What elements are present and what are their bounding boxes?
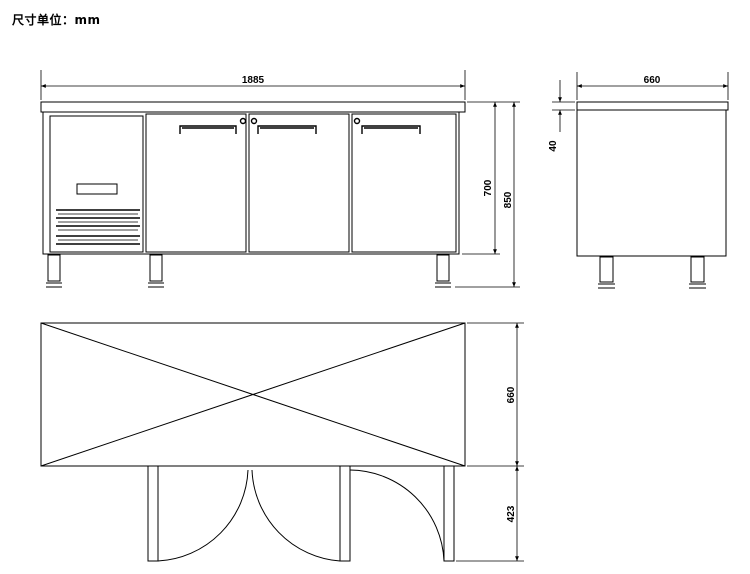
door-swing-arc-1 bbox=[157, 469, 249, 562]
dim-side-depth-label: 660 bbox=[644, 75, 661, 86]
door-swing-arc-2 bbox=[251, 469, 341, 562]
side-view bbox=[576, 101, 729, 289]
front-cabinet-body bbox=[42, 111, 460, 255]
dim-cabinet-height-label: 700 bbox=[483, 179, 494, 196]
plan-door-2 bbox=[339, 465, 351, 562]
ventilation-grille bbox=[56, 209, 140, 245]
front-legs bbox=[46, 254, 451, 288]
plan-view bbox=[40, 322, 466, 562]
dim-front-width-label: 1885 bbox=[242, 75, 265, 86]
front-view bbox=[40, 101, 466, 288]
unit-label: 尺寸单位：mm bbox=[12, 13, 101, 27]
front-door-1 bbox=[145, 113, 247, 253]
plan-door-1 bbox=[147, 465, 159, 562]
plan-door-3 bbox=[443, 465, 455, 562]
dim-heights bbox=[455, 101, 520, 288]
door-handles bbox=[179, 117, 421, 134]
dim-plan-depth-label: 660 bbox=[506, 386, 517, 403]
side-cabinet-body bbox=[576, 109, 727, 257]
side-worktop bbox=[576, 101, 729, 111]
door-swing-arc-3 bbox=[349, 469, 445, 562]
dim-door-swing-label: 423 bbox=[506, 505, 517, 522]
dim-worktop-thickness-label: 40 bbox=[548, 140, 559, 152]
front-worktop bbox=[40, 101, 466, 113]
dim-front-width bbox=[40, 70, 466, 100]
dim-side-depth bbox=[552, 72, 729, 132]
side-legs bbox=[598, 256, 706, 289]
control-panel bbox=[76, 183, 118, 195]
compressor-panel bbox=[49, 115, 144, 253]
dim-overall-height-label: 850 bbox=[503, 191, 514, 208]
front-door-2 bbox=[248, 113, 350, 253]
front-door-3 bbox=[351, 113, 457, 253]
dim-plan bbox=[456, 322, 524, 562]
plan-top bbox=[40, 322, 466, 467]
